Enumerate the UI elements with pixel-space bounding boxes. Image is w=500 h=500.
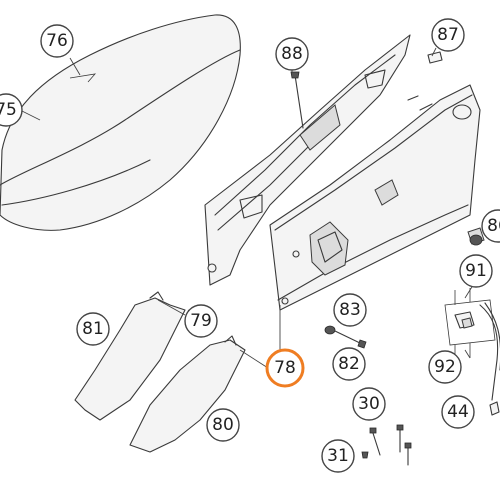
decal-sheets <box>74 291 246 453</box>
callout-82: 82 <box>332 347 366 381</box>
callout-79-label: 79 <box>190 311 212 331</box>
callout-91: 91 <box>459 254 493 288</box>
fastener-parts <box>290 51 485 349</box>
callout-92: 92 <box>428 350 462 384</box>
seat-part <box>0 14 241 231</box>
inner-side-cover <box>204 34 411 286</box>
callout-76-label: 76 <box>46 31 68 51</box>
callout-86-label: 86 <box>487 216 500 236</box>
callout-30: 30 <box>352 387 386 421</box>
callout-75: 75 <box>0 93 23 127</box>
callout-88: 88 <box>275 37 309 71</box>
callout-31: 31 <box>321 439 355 473</box>
callout-87-label: 87 <box>437 25 459 45</box>
callout-92-label: 92 <box>434 357 456 377</box>
callout-80: 80 <box>206 408 240 442</box>
callout-78-ring <box>265 348 305 388</box>
callout-81: 81 <box>76 312 110 346</box>
callout-78-highlighted[interactable]: 78 <box>265 348 305 388</box>
relay-bracket <box>444 288 500 401</box>
callout-31-label: 31 <box>327 446 349 466</box>
callout-76: 76 <box>40 24 74 58</box>
callout-80-label: 80 <box>212 415 234 435</box>
callout-86: 86 <box>481 209 500 243</box>
callout-82-label: 82 <box>338 354 360 374</box>
callout-44: 44 <box>441 395 475 429</box>
callout-88-label: 88 <box>281 44 303 64</box>
callout-78-label: 78 <box>274 358 296 378</box>
callout-87: 87 <box>431 18 465 52</box>
callout-81-label: 81 <box>82 319 104 339</box>
outer-side-cover <box>269 84 481 311</box>
callout-83: 83 <box>333 293 367 327</box>
screw-parts <box>361 401 500 466</box>
callout-79: 79 <box>184 304 218 338</box>
callout-44-label: 44 <box>447 402 469 422</box>
callout-30-label: 30 <box>358 394 380 414</box>
callout-83-label: 83 <box>339 300 361 320</box>
callout-91-label: 91 <box>465 261 487 281</box>
callout-75-label: 75 <box>0 100 17 120</box>
